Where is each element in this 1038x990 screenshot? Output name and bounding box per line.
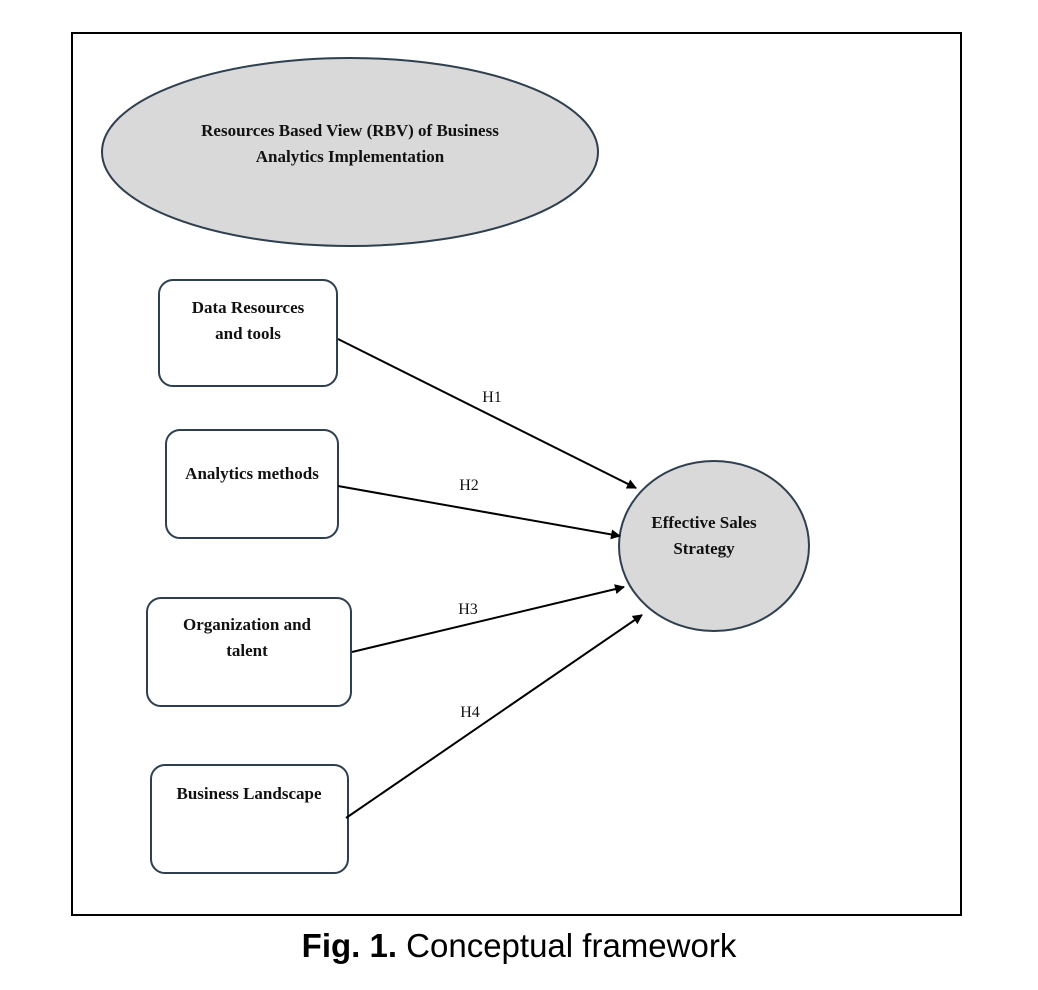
construct-box-outline [158, 279, 338, 387]
hypothesis-label-h4: H4 [460, 704, 480, 721]
construct-box-label-line1: Business Landscape [176, 784, 321, 803]
rbv-label-line1: Resources Based View (RBV) of Business [201, 121, 499, 140]
hypothesis-label-h2: H2 [459, 477, 479, 494]
construct-box-data-resources: Data Resources and tools [158, 279, 338, 387]
construct-box-label-line2: talent [226, 641, 268, 660]
figure-caption-label: Fig. 1. [301, 927, 397, 964]
construct-box-outline [150, 764, 349, 874]
outcome-node-effective-sales-strategy: Effective Sales Strategy [618, 460, 810, 632]
hypothesis-arrow-h2 [337, 485, 621, 540]
construct-box-outline [146, 597, 352, 707]
construct-box-business-landscape: Business Landscape [150, 764, 349, 874]
hypothesis-arrow-h1 [337, 338, 637, 489]
construct-box-label-line1: Analytics methods [185, 464, 319, 483]
rbv-ellipse [101, 57, 599, 247]
rbv-label-line2: Analytics Implementation [256, 147, 445, 166]
construct-box-organization-talent: Organization and talent [146, 597, 352, 707]
hypothesis-arrow-h4 [345, 614, 643, 819]
construct-box-analytics-methods: Analytics methods [165, 429, 339, 539]
hypothesis-label-h1: H1 [482, 389, 502, 406]
construct-box-label-line2: and tools [215, 324, 281, 343]
outcome-label-line2: Strategy [673, 539, 735, 558]
construct-box-label-line1: Data Resources [192, 298, 305, 317]
construct-box-outline [165, 429, 339, 539]
hypothesis-label-h3: H3 [458, 601, 478, 618]
outcome-ellipse [618, 460, 810, 632]
outcome-label-line1: Effective Sales [651, 513, 757, 532]
construct-box-label-line1: Organization and [183, 615, 312, 634]
hypothesis-arrow-h3 [351, 584, 625, 653]
figure-caption-text: Conceptual framework [397, 927, 737, 964]
rbv-theory-node: Resources Based View (RBV) of Business A… [101, 57, 599, 247]
figure-caption: Fig. 1. Conceptual framework [0, 924, 1038, 968]
